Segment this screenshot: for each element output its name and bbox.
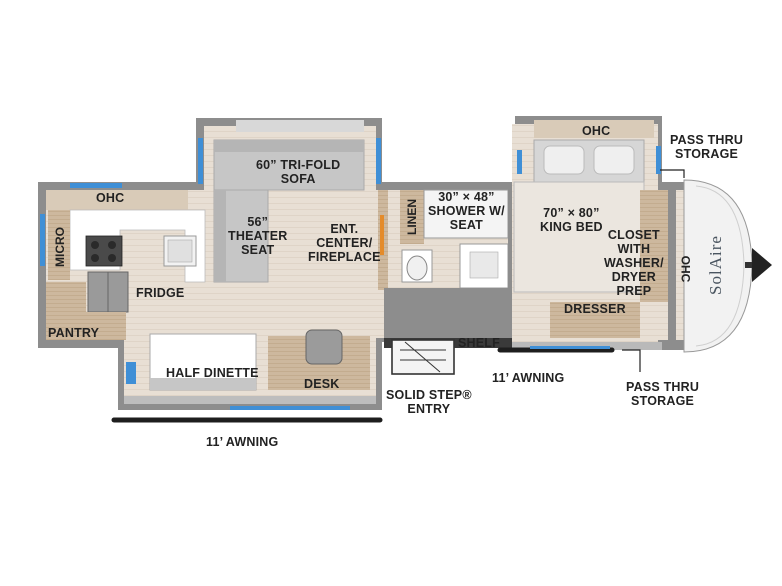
pass-thru-bottom-arrow	[622, 349, 641, 372]
pass-thru-bottom-label: PASS THRU STORAGE	[626, 380, 699, 408]
half-dinette-label: HALF DINETTE	[166, 366, 259, 380]
window-bed-left	[517, 150, 522, 174]
closet-label-line1: CLOSET	[607, 228, 660, 242]
fridge-label: FRIDGE	[136, 286, 185, 300]
shower-label-line3: SEAT	[449, 218, 483, 232]
window-kitchen	[40, 214, 45, 266]
closet-label-line2: WITH	[617, 242, 651, 256]
shower	[423, 189, 509, 239]
ent-label-line3: FIREPLACE	[308, 250, 381, 264]
bed-label-line2: KING BED	[540, 220, 603, 234]
dresser	[550, 302, 640, 338]
king-bed	[513, 181, 645, 293]
ent-label-line2: CENTER/	[316, 236, 373, 250]
ent-center-label: ENT. CENTER/ FIREPLACE	[308, 222, 381, 264]
awning-right-label: 11’ AWNING	[492, 371, 565, 385]
sofa-label-line2: SOFA	[280, 172, 316, 186]
shower-label-line2: SHOWER W/	[428, 204, 505, 218]
kitchen-base-cabinets	[46, 282, 86, 312]
shower-label: 30” × 48” SHOWER W/ SEAT	[428, 190, 505, 232]
window-sofa-left	[198, 138, 203, 184]
pass-thru-top-arrow	[660, 169, 685, 178]
sofa-slide-ohc	[236, 120, 364, 132]
pantry-label: PANTRY	[48, 326, 100, 340]
window-sofa-right	[376, 138, 381, 184]
theater-seat-label: 56” THEATER SEAT	[228, 215, 288, 257]
pantry-cabinet	[46, 312, 126, 340]
sofa-label: 60” TRI-FOLD SOFA	[256, 158, 340, 186]
ohc-front-label: OHC	[678, 255, 693, 283]
shower-label-line1: 30” × 48”	[438, 190, 495, 204]
closet-label: CLOSET WITH WASHER/ DRYER PREP	[604, 228, 664, 298]
awning-left-label: 11’ AWNING	[206, 435, 279, 449]
closet-label-line5: PREP	[616, 284, 652, 298]
king-bed-label: 70” × 80” KING BED	[540, 206, 603, 234]
pass-thru-top-line1: PASS THRU	[670, 133, 744, 147]
shelf-label: SHELF	[458, 336, 500, 350]
pass-thru-bottom-line2: STORAGE	[631, 394, 695, 408]
micro-label: MICRO	[53, 227, 67, 267]
window-bed-right	[656, 146, 661, 174]
closet-label-line3: WASHER/	[604, 256, 664, 270]
theater-label-line2: THEATER	[228, 229, 288, 243]
ohc-kitchen-cabinet	[46, 190, 188, 210]
window-dinette	[126, 362, 136, 384]
closet	[640, 190, 668, 302]
sofa-label-line1: 60” TRI-FOLD	[256, 158, 341, 172]
hitch-jack	[752, 248, 772, 282]
ent-label-line1: ENT.	[330, 222, 359, 236]
theater-label-line1: 56”	[247, 215, 269, 229]
desk-chair	[305, 329, 343, 365]
pass-thru-top-line2: STORAGE	[675, 147, 739, 161]
micro-cabinet	[48, 210, 70, 280]
fireplace-glow	[380, 215, 384, 255]
dresser-label: DRESSER	[564, 302, 626, 316]
pass-thru-top-label: PASS THRU STORAGE	[670, 133, 743, 161]
closet-label-line4: DRYER	[611, 270, 657, 284]
window-front-bottom	[530, 346, 610, 349]
entry-label-line2: ENTRY	[407, 402, 451, 416]
pass-thru-bottom-line1: PASS THRU	[626, 380, 700, 394]
stove	[85, 235, 123, 267]
window-living-bottom	[230, 406, 350, 410]
desk-label: DESK	[304, 377, 340, 391]
theater-label-line3: SEAT	[241, 243, 275, 257]
linen-label: LINEN	[405, 199, 419, 235]
entry-label: SOLID STEP® ENTRY	[386, 388, 472, 416]
window-kitchen-top	[70, 183, 122, 188]
linen-closet	[400, 190, 424, 244]
ohc-bedroom-label: OHC	[582, 124, 611, 138]
bed-label-line1: 70” × 80”	[543, 206, 600, 220]
ohc-bedroom-cabinet	[534, 120, 654, 138]
solaire-logo: SolAire	[705, 235, 725, 295]
entry-label-line1: SOLID STEP®	[386, 388, 472, 402]
ohc-kitchen-label: OHC	[96, 191, 125, 205]
